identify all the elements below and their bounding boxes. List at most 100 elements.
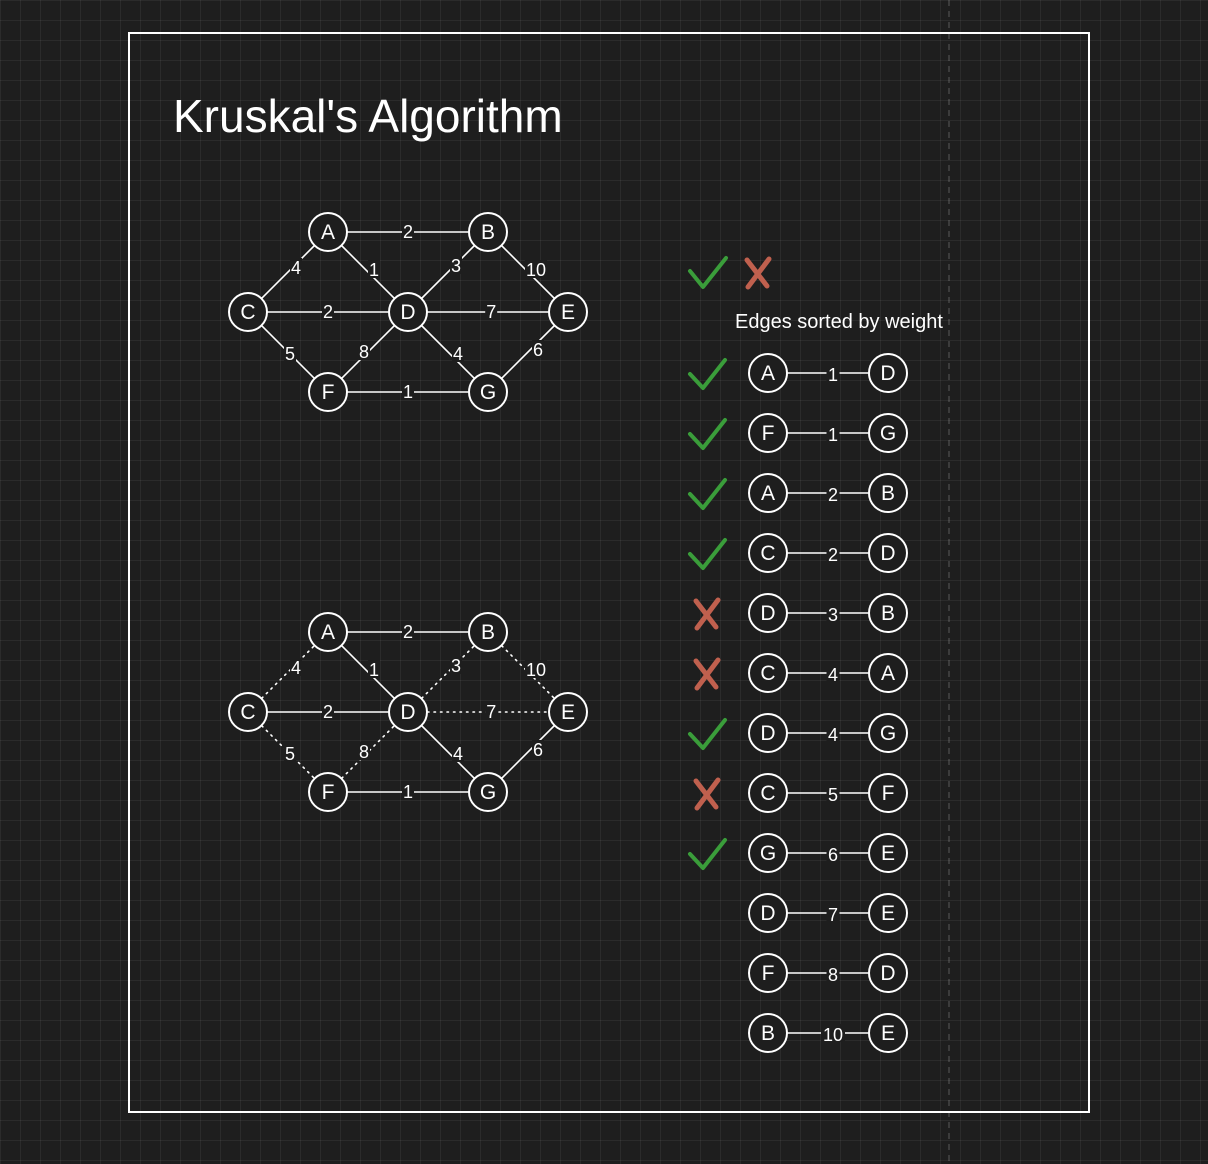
- node-circle: [868, 953, 908, 993]
- node-circle: [868, 893, 908, 933]
- weight-bg: [826, 484, 840, 502]
- weight-bg: [532, 740, 544, 758]
- node-label: B: [481, 221, 495, 244]
- sorted-edge-from: C: [748, 533, 788, 573]
- edge-weight-label: 1: [403, 782, 413, 802]
- check-icon: [688, 358, 727, 390]
- node-circle: [868, 593, 908, 633]
- edge-weight-label: 1: [369, 260, 379, 280]
- edge-weight-label: 1: [369, 660, 379, 680]
- node-circle: [748, 953, 788, 993]
- edge-weight-label: 2: [403, 222, 413, 242]
- sorted-edge-weight: 6: [828, 845, 838, 865]
- node-b: B: [468, 612, 508, 652]
- node-label: E: [881, 1022, 895, 1045]
- weight-bg: [826, 364, 840, 382]
- weight-bg: [284, 344, 296, 362]
- sorted-edge-weight: 10: [823, 1025, 843, 1045]
- edge-weight-label: 4: [291, 258, 301, 278]
- node-circle: [308, 772, 348, 812]
- node-label: A: [761, 362, 775, 385]
- node-circle: [748, 413, 788, 453]
- edge-weight-label: 10: [526, 260, 546, 280]
- edge-weight-label: 1: [403, 382, 413, 402]
- edge-weight-label: 4: [453, 744, 463, 764]
- weight-bg: [452, 344, 464, 362]
- node-circle: [748, 653, 788, 693]
- edge-weight-label: 5: [285, 744, 295, 764]
- sorted-edge-to: B: [868, 473, 908, 513]
- sorted-edge-to: G: [868, 413, 908, 453]
- edge-weight-label: 6: [533, 740, 543, 760]
- node-circle: [868, 473, 908, 513]
- node-label: D: [880, 962, 895, 985]
- check-icon: [688, 538, 727, 570]
- check-icon: [688, 838, 727, 870]
- node-label: D: [880, 362, 895, 385]
- node-e: E: [548, 692, 588, 732]
- legend: [688, 256, 772, 290]
- node-c: C: [228, 692, 268, 732]
- node-label: A: [321, 221, 335, 244]
- node-circle: [748, 593, 788, 633]
- weight-bg: [485, 702, 498, 720]
- node-f: F: [308, 772, 348, 812]
- node-label: E: [881, 842, 895, 865]
- node-label: G: [480, 781, 496, 804]
- weight-bg: [290, 658, 302, 676]
- sorted-edge-weight: 7: [828, 905, 838, 925]
- node-circle: [868, 713, 908, 753]
- edge-weight-label: 4: [453, 344, 463, 364]
- node-label: G: [880, 422, 896, 445]
- node-circle: [868, 413, 908, 453]
- sorted-edge-weight: 3: [828, 605, 838, 625]
- node-a: A: [308, 212, 348, 252]
- sorted-edge-to: B: [868, 593, 908, 633]
- sorted-edge-from: D: [748, 893, 788, 933]
- edge-weight-label: 3: [451, 656, 461, 676]
- node-circle: [388, 292, 428, 332]
- node-label: D: [760, 602, 775, 625]
- sorted-edge-weight: 4: [828, 665, 838, 685]
- node-g: G: [468, 372, 508, 412]
- weight-bg: [826, 424, 840, 442]
- node-label: C: [240, 701, 255, 724]
- sorted-edge-weight: 1: [828, 425, 838, 445]
- weight-bg: [284, 744, 296, 762]
- node-circle: [468, 372, 508, 412]
- node-label: C: [240, 301, 255, 324]
- sorted-edge-row: 3 D B: [693, 593, 908, 633]
- sorted-edge-to: D: [868, 533, 908, 573]
- sorted-edge-from: A: [748, 473, 788, 513]
- node-label: E: [881, 902, 895, 925]
- weight-bg: [402, 222, 414, 240]
- node-label: F: [762, 962, 775, 985]
- node-circle: [748, 833, 788, 873]
- node-label: B: [881, 482, 895, 505]
- sorted-edge-row: 4 C A: [693, 653, 908, 693]
- sorted-edge-from: C: [748, 773, 788, 813]
- weight-bg: [452, 744, 464, 762]
- node-g: G: [468, 772, 508, 812]
- sorted-edge-to: A: [868, 653, 908, 693]
- node-label: C: [760, 662, 775, 685]
- sorted-edge-row: 7 D E: [748, 893, 908, 933]
- sorted-edge-to: E: [868, 833, 908, 873]
- cross-icon: [744, 256, 772, 290]
- weight-bg: [826, 544, 840, 562]
- node-label: D: [400, 701, 415, 724]
- sorted-edge-to: D: [868, 353, 908, 393]
- weight-bg: [826, 904, 840, 922]
- node-circle: [748, 893, 788, 933]
- edge-weight-label: 5: [285, 344, 295, 364]
- edge-weight-label: 8: [359, 742, 369, 762]
- cross-icon: [693, 597, 721, 631]
- node-label: F: [322, 781, 335, 804]
- edge-weight-label: 6: [533, 340, 543, 360]
